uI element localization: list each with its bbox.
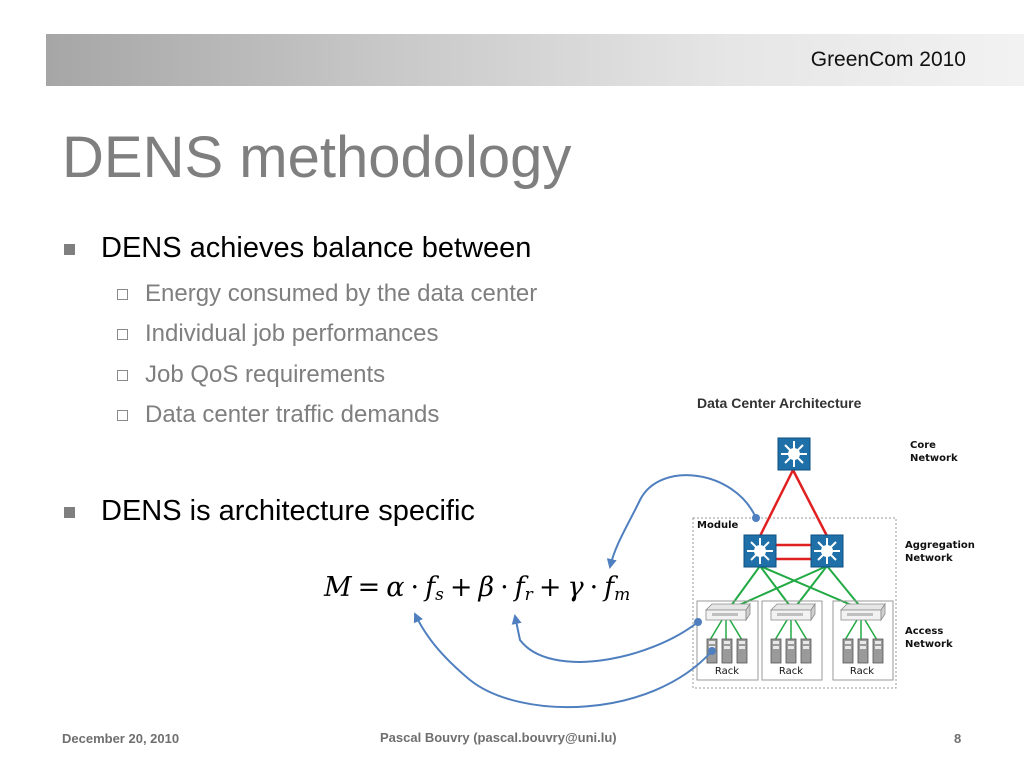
rack-frame (761, 600, 823, 681)
rack-label: Rack (850, 666, 874, 677)
sub-bullet-text: Data center traffic demands (145, 401, 440, 428)
rack-label: Rack (779, 666, 803, 677)
hollow-square-bullet-icon (117, 370, 128, 381)
rack-frame (696, 600, 759, 681)
footer-date: December 20, 2010 (62, 731, 180, 746)
arrow-origin-dot (752, 514, 760, 522)
bullet-text: DENS is architecture specific (101, 495, 475, 527)
slide-title: DENS methodology (62, 125, 572, 190)
square-bullet-icon (64, 244, 75, 255)
layer-label-line: Core (910, 440, 936, 451)
rack-links (709, 619, 878, 641)
sub-bullet-text: Energy consumed by the data center (145, 280, 538, 307)
module-label: Module (697, 520, 739, 531)
diagram-title: Data Center Architecture (697, 395, 862, 411)
server-icon (872, 638, 884, 664)
sub-bullet-text: Individual job performances (145, 320, 439, 347)
server-icon (721, 638, 733, 664)
layer-label-line: Access (905, 626, 943, 637)
bullet-text: DENS achieves balance between (101, 232, 532, 264)
sub-bullet-text: Job QoS requirements (145, 361, 386, 388)
layer-label-line: Aggregation (905, 540, 975, 551)
layer-label-line: Network (905, 553, 953, 564)
rack-frame (832, 600, 894, 681)
arrow-origin-dot (708, 647, 716, 655)
header-bar (46, 34, 1024, 86)
arrow-origin-dot (694, 618, 702, 626)
server-icon (736, 638, 748, 664)
server-icon (857, 638, 869, 664)
layer-label-line: Network (905, 639, 953, 650)
layer-label-line: Network (910, 453, 958, 464)
server-icon (842, 638, 854, 664)
hollow-square-bullet-icon (117, 410, 128, 421)
server-icon (785, 638, 797, 664)
annotation-arrows (413, 474, 757, 709)
access-switch-icon (770, 603, 816, 621)
aggregation-switch-icon (810, 534, 844, 568)
access-links (727, 565, 864, 611)
conference-title: GreenCom 2010 (810, 48, 966, 71)
server-icon (800, 638, 812, 664)
aggregation-switch-icon (743, 534, 777, 568)
hollow-square-bullet-icon (117, 289, 128, 300)
server-icon (770, 638, 782, 664)
hollow-square-bullet-icon (117, 329, 128, 340)
page-number: 8 (954, 731, 962, 746)
access-switch-icon (705, 603, 751, 621)
module-boundary (692, 517, 897, 689)
rack-label: Rack (715, 666, 739, 677)
square-bullet-icon (64, 507, 75, 518)
footer-author: Pascal Bouvry (pascal.bouvry@uni.lu) (380, 730, 617, 745)
core-switch-icon (777, 437, 811, 471)
dens-formula: M=α·fs+β·fr+γ·fm (324, 572, 631, 605)
access-switch-icon (840, 603, 886, 621)
core-links (758, 469, 829, 561)
